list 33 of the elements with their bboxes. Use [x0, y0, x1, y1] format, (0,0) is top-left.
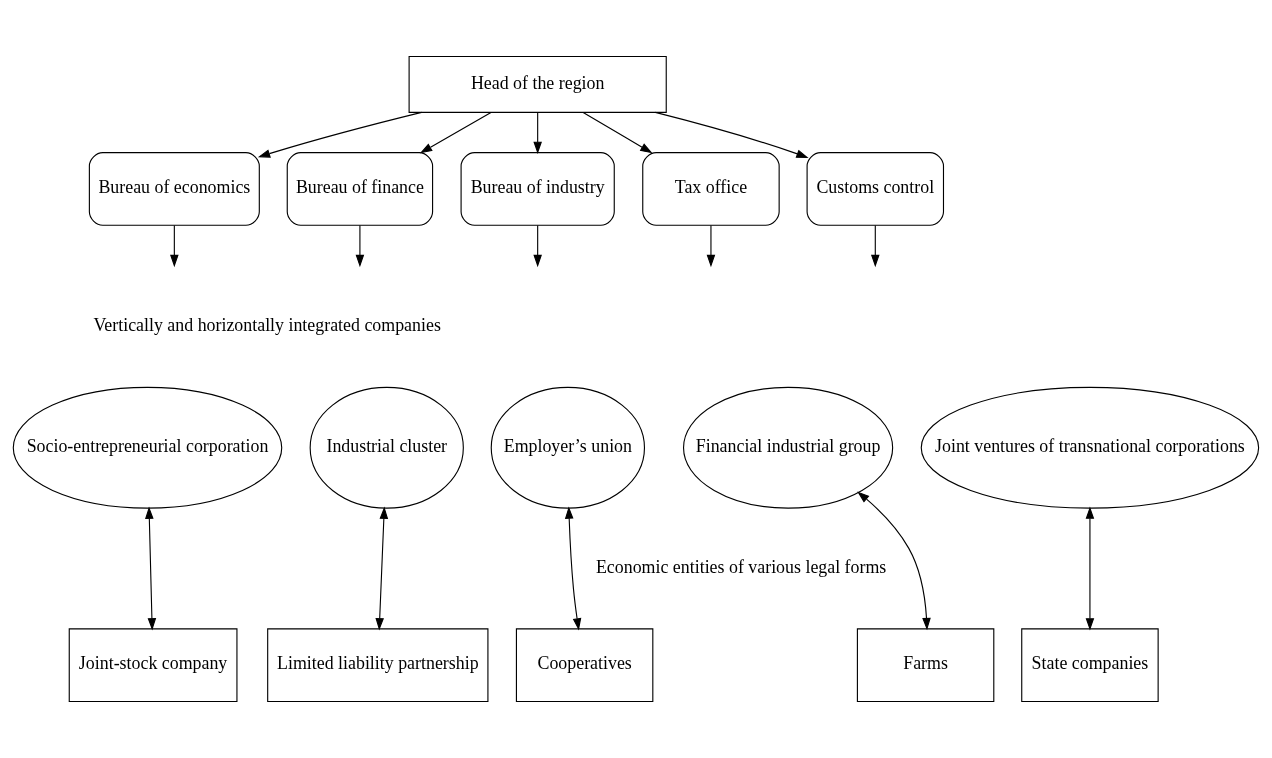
node-box: Limited liability partnership [267, 628, 489, 703]
arrow [582, 111, 653, 154]
node-box: Customs control [806, 152, 945, 226]
arrow [857, 491, 931, 631]
node-box: Bureau of industry [460, 152, 615, 226]
node-box: State companies [1021, 628, 1159, 703]
arrow [145, 506, 157, 631]
node-box: Bureau of economics [88, 152, 260, 226]
node-box: Head of the region [408, 55, 667, 113]
label: Economic entities of various legal forms [595, 556, 887, 577]
node-box: Tax office [642, 152, 780, 226]
node-box: Joint-stock company [68, 628, 238, 703]
arrow [375, 506, 389, 631]
node-box: Bureau of finance [286, 152, 434, 226]
node-ellipse: Financial industrial group [683, 386, 894, 509]
node-box: Cooperatives [515, 628, 654, 703]
arrow [355, 225, 365, 268]
node-box: Farms [856, 628, 995, 703]
arrow [871, 225, 880, 268]
arrow [419, 111, 492, 154]
node-ellipse: Employer’s union [490, 386, 646, 509]
node-ellipse: Socio-entrepreneurial corporation [12, 386, 283, 509]
arrow [533, 225, 542, 268]
arrow [564, 506, 582, 631]
arrow [533, 111, 542, 154]
node-ellipse: Joint ventures of transnational corporations [920, 386, 1260, 509]
arrow [1085, 506, 1095, 631]
arrow [257, 111, 423, 158]
node-ellipse: Industrial cluster [309, 386, 464, 509]
arrow [170, 225, 179, 268]
arrow [706, 225, 716, 268]
label: Vertically and horizontally integrated companies [93, 315, 441, 336]
arrow [654, 111, 809, 159]
